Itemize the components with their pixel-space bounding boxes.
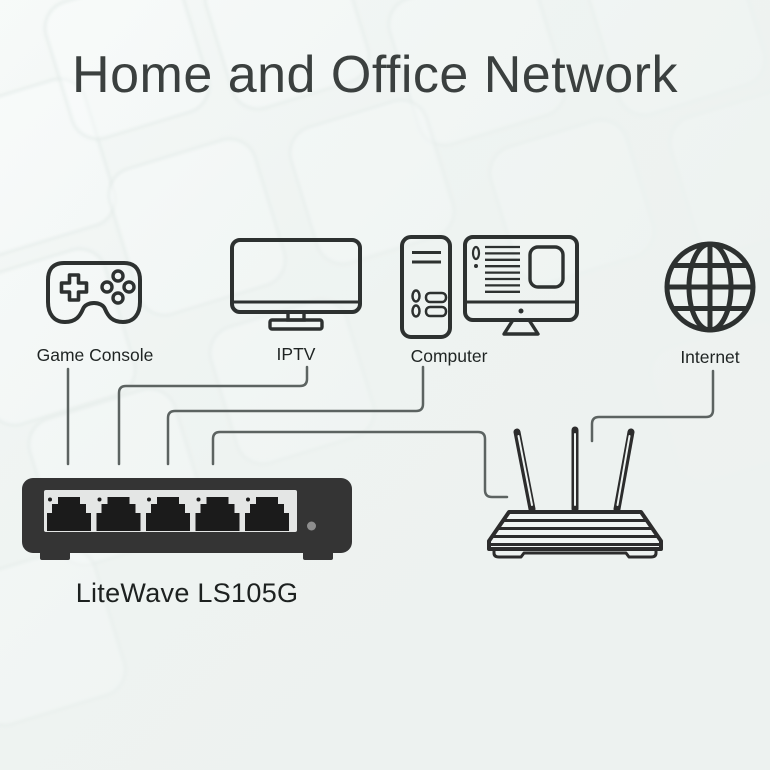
switch-ports (47, 497, 289, 531)
monitor-icon (463, 235, 579, 336)
dpad-icon (59, 273, 89, 302)
gamepad-buttons (100, 269, 136, 305)
pc-tower-icon (400, 235, 452, 339)
globe-icon (664, 241, 756, 333)
rj45-port-1 (47, 497, 91, 531)
network-switch (22, 478, 352, 560)
game-console-label: Game Console (36, 345, 154, 365)
internet-label: Internet (680, 347, 740, 367)
connection-lines (66, 365, 715, 499)
router-body-stripes (489, 519, 661, 546)
switch-status-led (307, 521, 316, 531)
iptv-label: IPTV (276, 344, 316, 364)
connection-internet-to-router (590, 369, 715, 443)
router-antennas (513, 426, 635, 513)
page-title: Home and Office Network (72, 46, 678, 104)
port-led-dots (48, 497, 250, 502)
rj45-port-5 (245, 497, 289, 531)
wifi-router (487, 426, 663, 559)
rj45-port-4 (195, 497, 240, 531)
desktop-computer-icon (400, 235, 579, 339)
router-base (492, 551, 658, 559)
computer-label: Computer (410, 346, 488, 366)
connection-router-to-switch (211, 430, 509, 499)
connection-computer-to-switch (166, 365, 425, 466)
switch-model-label: LiteWave LS105G (75, 578, 299, 608)
rj45-port-3 (146, 497, 190, 531)
connection-iptv-to-switch (117, 365, 309, 466)
game-controller-icon (46, 261, 142, 324)
rj45-port-2 (96, 497, 141, 531)
tv-icon (230, 238, 362, 331)
